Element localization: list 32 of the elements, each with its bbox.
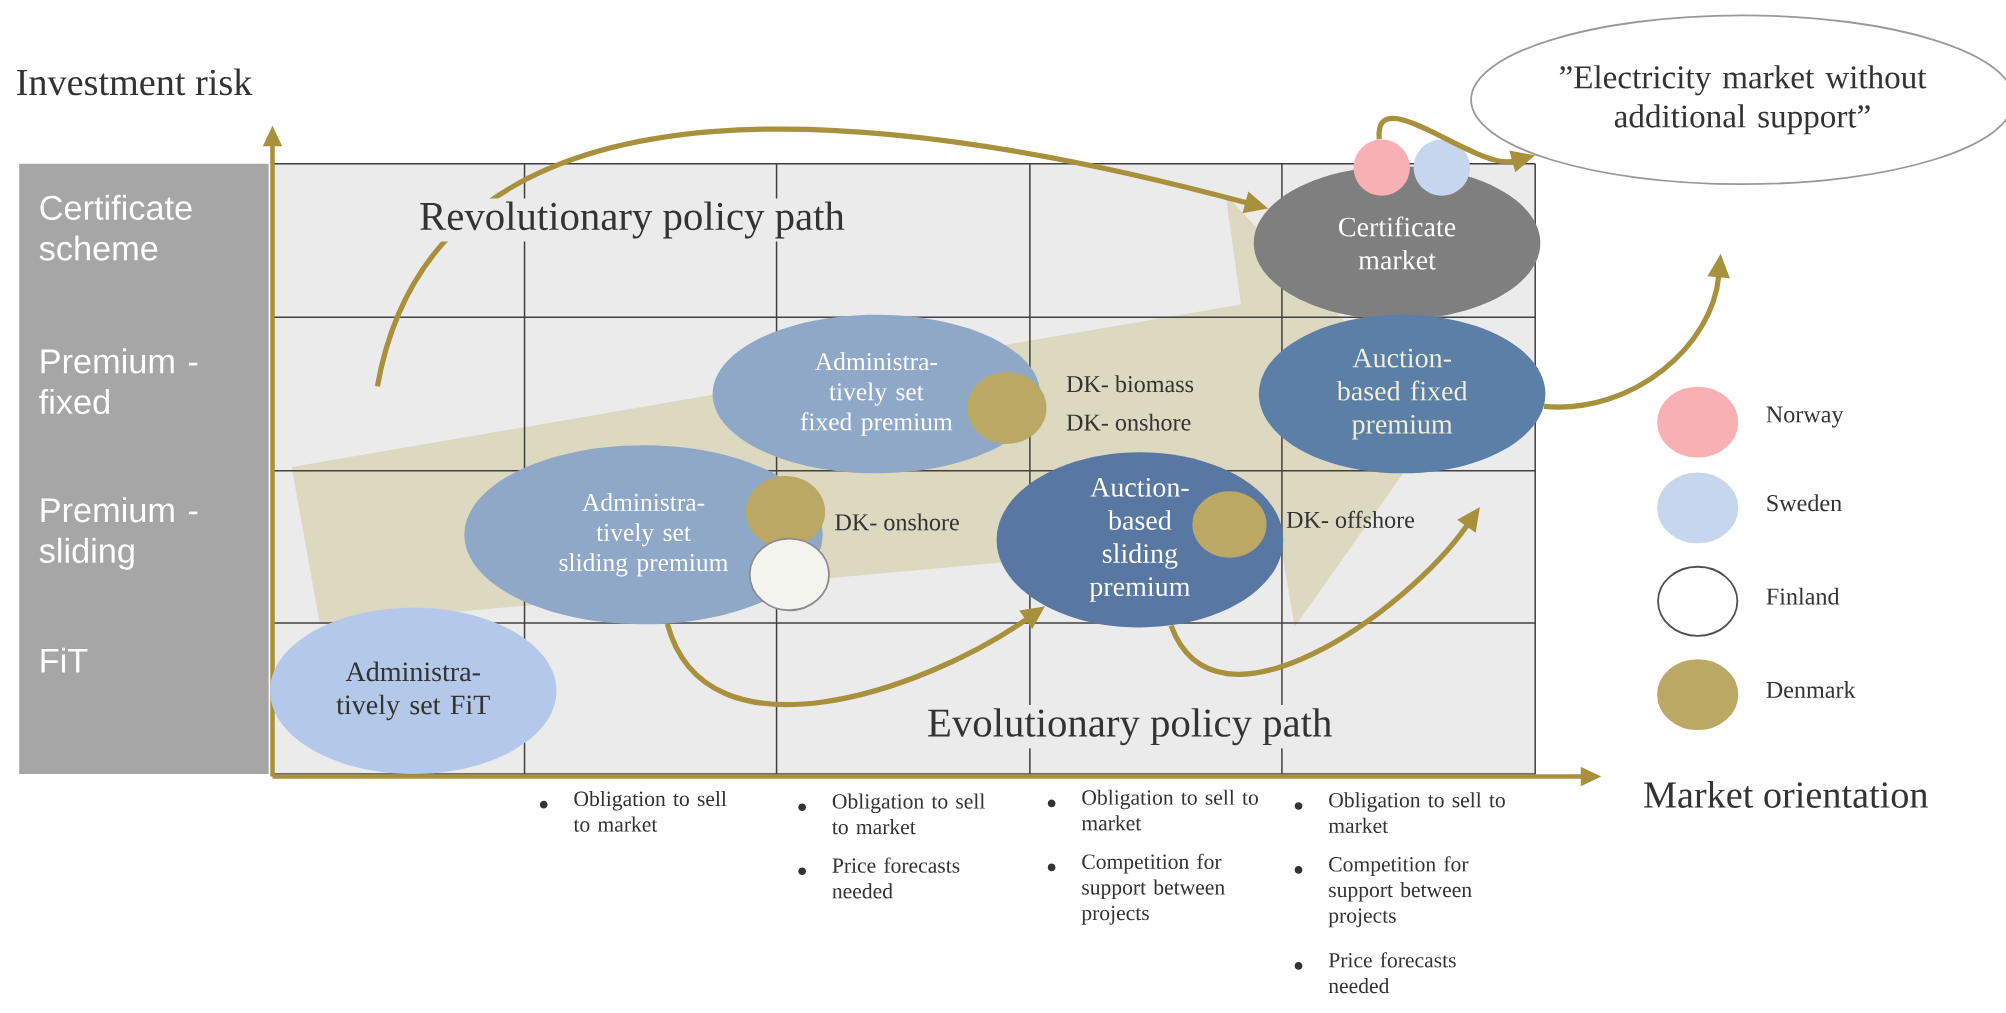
bullet-item: Competition for support between projects bbox=[1328, 856, 1472, 928]
legend-label: Finland bbox=[1766, 587, 1840, 605]
row-label: Premium - fixed bbox=[39, 348, 198, 415]
ellipse-node: Certificate market bbox=[1253, 166, 1541, 320]
axis-title: Investment risk bbox=[17, 68, 253, 96]
country-note: DK- onshore bbox=[1066, 413, 1191, 431]
path-label: Revolutionary policy path bbox=[416, 198, 848, 242]
bullet-item: Price forecasts needed bbox=[1328, 952, 1456, 994]
bullet-item: Obligation to sell to market bbox=[1328, 792, 1505, 833]
country-circle bbox=[1192, 491, 1267, 558]
bullet-item: Competition for support between projects bbox=[1081, 853, 1225, 925]
country-circle bbox=[967, 372, 1047, 444]
bullet-item: Price forecasts needed bbox=[832, 857, 960, 899]
country-note: DK- offshore bbox=[1286, 510, 1415, 528]
path-label: Evolutionary policy path bbox=[924, 705, 1336, 749]
ellipse-node: Auction- based fixed premium bbox=[1258, 314, 1546, 474]
legend-label: Denmark bbox=[1766, 680, 1856, 698]
legend-label: Sweden bbox=[1767, 494, 1842, 512]
country-note: DK- biomass bbox=[1066, 375, 1194, 393]
country-circle bbox=[748, 537, 830, 612]
row-label: Premium - sliding bbox=[39, 497, 198, 570]
row-label: FiT bbox=[41, 647, 88, 673]
country-note: DK- onshore bbox=[835, 513, 959, 531]
bullet-item: Obligation to sell to market bbox=[573, 790, 727, 832]
bullet-item: Obligation to sell to market bbox=[832, 793, 985, 835]
legend-label: Norway bbox=[1766, 406, 1844, 428]
country-circle bbox=[1413, 139, 1470, 196]
ellipse-node: Administra- tively set FiT bbox=[269, 607, 557, 774]
row-label: Certificate scheme bbox=[39, 194, 192, 261]
bullet-item: Obligation to sell to market bbox=[1081, 789, 1258, 831]
country-circle bbox=[1353, 139, 1410, 196]
axis-title: Market orientation bbox=[1644, 780, 1928, 808]
